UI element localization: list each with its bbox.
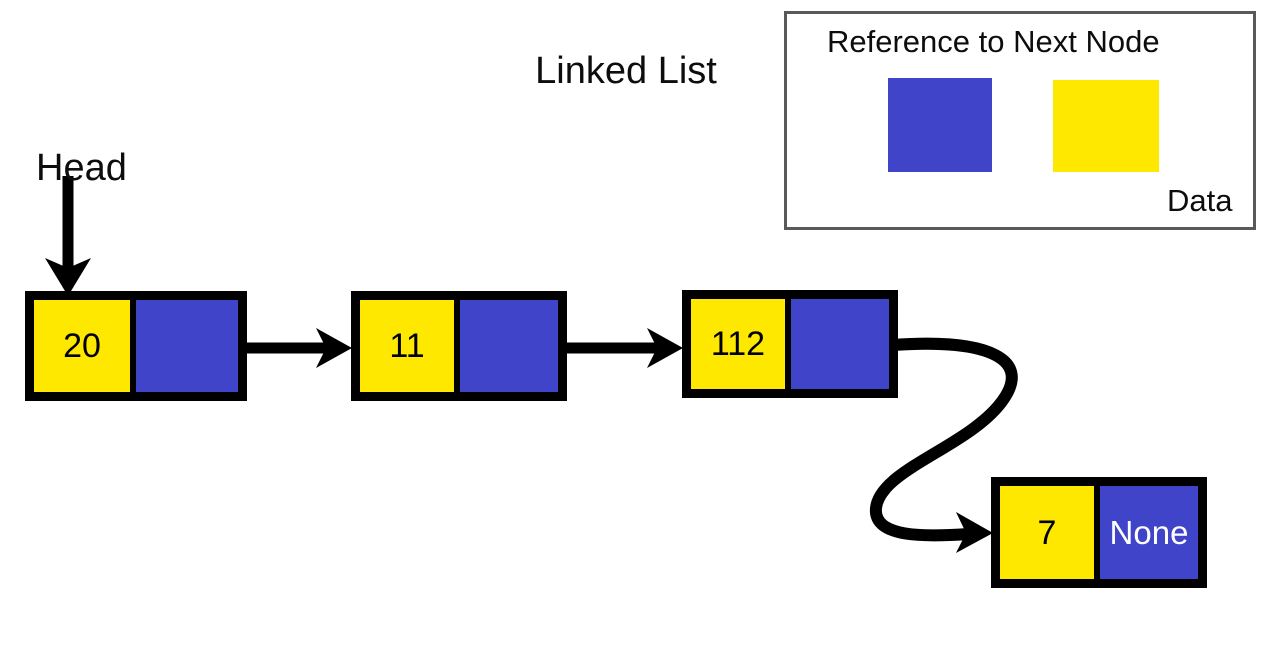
page-title: Linked List bbox=[535, 50, 717, 92]
legend-next-swatch bbox=[888, 78, 992, 172]
node-data-cell: 112 bbox=[691, 299, 785, 389]
list-node[interactable]: 20 bbox=[25, 291, 247, 401]
arrow-node1-node2 bbox=[240, 328, 352, 368]
node-next-cell bbox=[460, 300, 558, 392]
node-data-cell: 20 bbox=[34, 300, 130, 392]
head-arrow bbox=[45, 176, 91, 296]
legend-data-swatch bbox=[1053, 80, 1159, 172]
legend-box bbox=[784, 11, 1256, 230]
node-data-cell: 11 bbox=[360, 300, 454, 392]
head-label: Head bbox=[36, 147, 127, 189]
node-next-cell bbox=[791, 299, 889, 389]
arrow-node2-node3 bbox=[560, 328, 683, 368]
list-node[interactable]: 7 None bbox=[991, 477, 1207, 588]
legend-next-label: Reference to Next Node bbox=[827, 24, 1160, 59]
node-next-cell: None bbox=[1100, 486, 1198, 579]
list-node[interactable]: 11 bbox=[351, 291, 567, 401]
list-node[interactable]: 112 bbox=[682, 290, 898, 398]
node-next-cell bbox=[136, 300, 238, 392]
legend-data-label: Data bbox=[1167, 183, 1233, 218]
node-data-cell: 7 bbox=[1000, 486, 1094, 579]
